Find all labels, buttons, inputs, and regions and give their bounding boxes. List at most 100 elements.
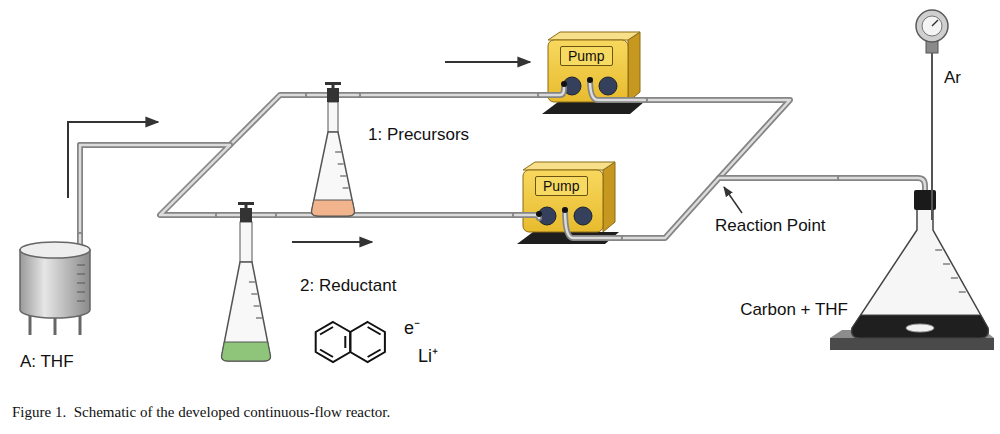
graduation-mark (951, 278, 958, 279)
vessel-label: 1: Precursors (368, 125, 469, 145)
double-bond (320, 327, 381, 357)
tube-highlight (590, 80, 645, 100)
tubing (80, 145, 230, 235)
graduation-mark (251, 294, 257, 295)
tube-highlight (515, 215, 539, 218)
solvent-tank: A: THF (15, 235, 100, 340)
electron-label: e⁻ (404, 318, 420, 339)
flask-neck (328, 102, 338, 132)
tube-highlight (80, 95, 308, 235)
tubing (358, 95, 540, 96)
graduation-mark (77, 274, 85, 275)
tube-wall (565, 210, 620, 238)
vessel-label: Carbon + THF (740, 300, 848, 320)
tube-wall (645, 100, 840, 178)
regulator-dial (922, 16, 942, 36)
flask-body (312, 132, 355, 216)
flask: Carbon + THF (840, 150, 990, 350)
pump-top (548, 32, 640, 40)
carbon-slurry (852, 315, 989, 338)
graduation-mark (254, 306, 260, 307)
vessel-label: A: THF (20, 352, 74, 372)
tube-wall (515, 215, 539, 218)
graduation-mark (340, 176, 346, 177)
valve-body (240, 208, 252, 222)
tube-highlight (274, 214, 515, 217)
pump-port (561, 81, 567, 87)
argon-regulator (916, 10, 948, 192)
stir-plate-body (830, 338, 994, 350)
valve-body (327, 88, 339, 102)
flask-body (852, 208, 989, 338)
tube-wall (358, 92, 540, 98)
pump-port (536, 211, 542, 217)
graduation-mark (338, 164, 344, 165)
flask-liquid (312, 200, 355, 216)
node-shape (515, 160, 620, 245)
naphthalene-structure (316, 322, 385, 362)
graduation-mark (77, 283, 85, 284)
graduation-mark (959, 292, 966, 293)
counter-ion-label: Li⁺ (418, 346, 438, 367)
tank-top (20, 242, 90, 258)
graduation-mark (343, 188, 349, 189)
tank-body (20, 250, 90, 318)
tube-wall (80, 145, 230, 235)
node-shape (218, 202, 274, 362)
flow-arrow (292, 241, 372, 243)
flask: 2: Reductant (218, 202, 274, 362)
node-shape (308, 82, 358, 217)
graduation-mark (335, 152, 341, 153)
gas-label: Ar (944, 68, 961, 88)
pump-knob (599, 77, 617, 95)
tube-wall (80, 95, 308, 235)
tubing (274, 215, 515, 216)
valve-handle (325, 82, 341, 85)
graduation-mark (77, 301, 85, 302)
pump-side (628, 32, 640, 102)
flask-neck (240, 222, 252, 262)
graduation-mark (256, 318, 262, 319)
argon-tube (931, 52, 933, 192)
tubing (645, 100, 840, 178)
pump-side (603, 162, 615, 232)
tube-highlight (80, 145, 230, 235)
figure-caption: Figure 1. Schematic of the developed con… (12, 404, 390, 421)
pump-unit: Pump (515, 160, 620, 245)
regulator-needle (932, 20, 938, 26)
flask-body (222, 262, 271, 361)
node-shape (840, 150, 990, 350)
reaction-point-label: Reaction Point (715, 216, 826, 236)
flow-arrow (445, 61, 530, 63)
tube-wall (540, 88, 564, 95)
pump-base (542, 102, 644, 114)
valve-handle (238, 202, 254, 205)
pump-port (562, 207, 568, 213)
pump-port (587, 77, 593, 83)
tube-highlight (645, 100, 840, 178)
graduation-mark (77, 292, 85, 293)
vessel-label: 2: Reductant (300, 276, 396, 296)
tube-wall (620, 178, 840, 238)
pump-display: Pump (560, 46, 613, 66)
tube-wall (840, 178, 925, 194)
graduation-mark (249, 282, 255, 283)
node-shape (15, 235, 100, 340)
graduation-mark (935, 250, 942, 251)
node-shape (540, 30, 645, 115)
pump-top (523, 162, 615, 170)
pump-unit: Pump (540, 30, 645, 115)
pump-display: Pump (535, 176, 588, 196)
tube-highlight (540, 88, 564, 95)
tube-wall (274, 212, 515, 218)
stir-bar (906, 324, 934, 332)
argon-tube (931, 190, 933, 220)
leader-line (724, 187, 742, 213)
tubing (80, 95, 308, 235)
tubing (620, 178, 840, 238)
graduation-mark (943, 264, 950, 265)
tube-highlight (358, 94, 540, 97)
